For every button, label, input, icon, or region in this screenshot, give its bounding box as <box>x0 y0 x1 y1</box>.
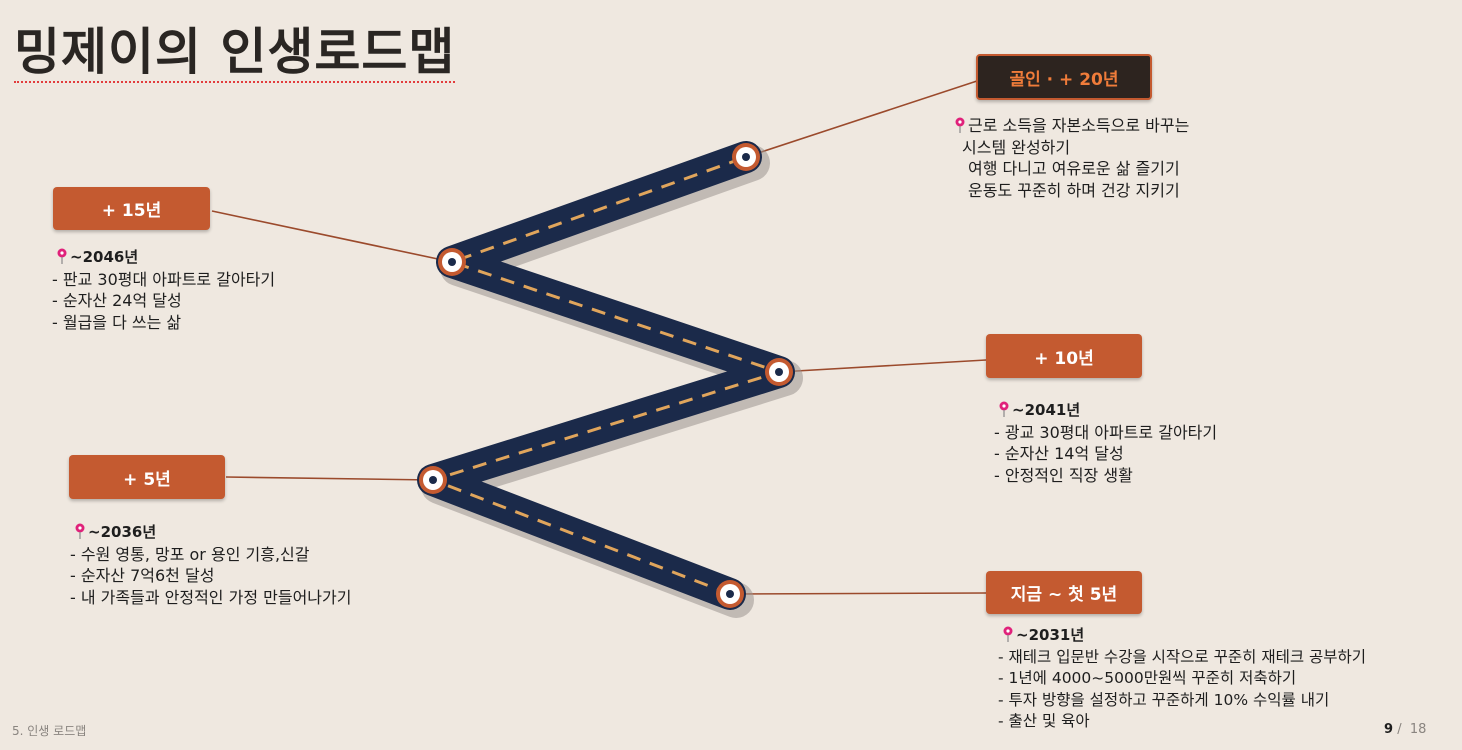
y15-line: - 월급을 다 쓰는 삶 <box>52 312 182 332</box>
map-pin-icon <box>999 401 1009 417</box>
map-pin-icon <box>955 117 965 133</box>
milestone-5y-text: ~2036년 - 수원 영통, 망포 or 용인 기흥,신갈 - 순자산 7억6… <box>70 522 351 608</box>
goal-line: 근로 소득을 자본소득으로 바꾸는 <box>968 116 1190 135</box>
now-line: - 1년에 4000~5000만원씩 꾸준히 저축하기 <box>998 669 1297 687</box>
y15-line: - 순자산 24억 달성 <box>52 291 182 310</box>
y10-line: - 순자산 14억 달성 <box>994 444 1124 463</box>
milestone-5y-label: + 5년 <box>123 469 171 490</box>
milestone-goal-box: 골인 · + 20년 <box>976 54 1152 100</box>
connector-5y <box>225 476 434 481</box>
now-line: - 재테크 입문반 수강을 시작으로 꾸준히 재테크 공부하기 <box>998 647 1367 666</box>
y15-line: - 판교 30평대 아파트로 갈아타기 <box>52 269 276 289</box>
waypoints <box>419 143 793 608</box>
y10-line: - 광교 30평대 아파트로 갈아타기 <box>994 422 1218 442</box>
milestone-15y-label: + 15년 <box>101 201 162 221</box>
milestone-now-year: ~2031년 <box>1016 626 1085 644</box>
waypoint-dot-icon <box>716 580 744 608</box>
y5-line: - 순자산 7억6천 달성 <box>70 566 215 585</box>
goal-line: 시스템 완성하기 <box>962 137 1071 157</box>
connector-now <box>729 592 987 595</box>
road <box>417 141 795 610</box>
slide-title-text: 밍제이의 인생로드맵 <box>14 23 456 83</box>
milestone-10y-text: ~2041년 - 광교 30평대 아파트로 갈아타기 - 순자산 14억 달성 … <box>994 400 1217 486</box>
connector-goal <box>745 79 981 158</box>
goal-line: 운동도 꾸준히 하며 건강 지키기 <box>968 180 1180 200</box>
y10-line: - 안정적인 직장 생활 <box>994 465 1133 485</box>
milestone-10y-year: ~2041년 <box>1012 401 1081 419</box>
connector-10y <box>778 359 987 373</box>
milestone-goal-label: 골인 · + 20년 <box>1009 69 1119 90</box>
page-total: 18 <box>1409 722 1427 737</box>
now-line: - 투자 방향을 설정하고 꾸준하게 10% 수익률 내기 <box>998 690 1330 709</box>
milestone-goal-text: 근로 소득을 자본소득으로 바꾸는 시스템 완성하기 여행 다니고 여유로운 삶… <box>954 115 1189 201</box>
page-current: 9 <box>1384 722 1394 737</box>
waypoint-dot-icon <box>765 358 793 386</box>
connector-lines <box>211 79 987 595</box>
waypoint-dot-icon <box>732 143 760 171</box>
waypoint-dot-icon <box>419 466 447 494</box>
milestone-now-label: 지금 ~ 첫 5년 <box>1010 585 1118 605</box>
footer-label-text: 5. 인생 로드맵 <box>12 724 87 738</box>
now-line: - 출산 및 육아 <box>998 712 1090 730</box>
connector-15y <box>211 210 453 263</box>
milestone-15y-year: ~2046년 <box>70 248 139 266</box>
map-pin-icon <box>57 248 67 264</box>
page-indicator: 9 / 18 <box>1384 722 1426 737</box>
milestone-10y-box: + 10년 <box>986 334 1142 378</box>
milestone-15y-box: + 15년 <box>53 187 210 230</box>
milestone-5y-box: + 5년 <box>69 455 225 499</box>
slide-footer-label: 5. 인생 로드맵 <box>12 722 86 739</box>
y5-line: - 수원 영통, 망포 or 용인 기흥,신갈 <box>70 544 310 564</box>
y5-line: - 내 가족들과 안정적인 가정 만들어나가기 <box>70 587 352 607</box>
map-pin-icon <box>1003 626 1013 642</box>
milestone-15y-text: ~2046년 - 판교 30평대 아파트로 갈아타기 - 순자산 24억 달성 … <box>52 247 275 333</box>
milestone-now-text: ~2031년 - 재테크 입문반 수강을 시작으로 꾸준히 재테크 공부하기 -… <box>998 625 1366 733</box>
milestone-5y-year: ~2036년 <box>88 523 157 541</box>
map-pin-icon <box>75 523 85 539</box>
slide-title: 밍제이의 인생로드맵 <box>14 12 456 84</box>
waypoint-dot-icon <box>438 248 466 276</box>
page-separator: / <box>1397 722 1402 737</box>
goal-line: 여행 다니고 여유로운 삶 즐기기 <box>968 159 1180 178</box>
milestone-now-box: 지금 ~ 첫 5년 <box>986 571 1142 614</box>
milestone-10y-label: + 10년 <box>1034 348 1094 369</box>
